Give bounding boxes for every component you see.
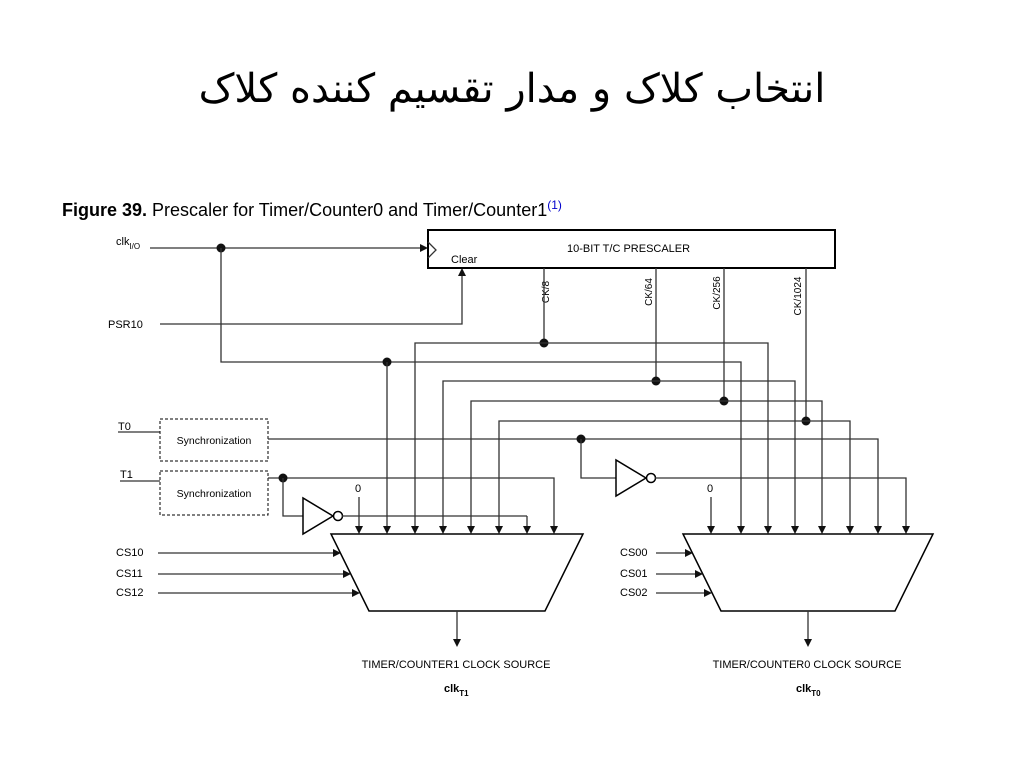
zero-mux0: 0 xyxy=(707,483,713,495)
cs00-label: CS00 xyxy=(620,547,648,559)
t0-route xyxy=(268,438,879,528)
t0-inv-out xyxy=(655,477,907,528)
figure-footnote: (1) xyxy=(547,198,562,212)
sync-t0-label: Synchronization xyxy=(177,435,252,447)
ck1024-route xyxy=(498,420,851,528)
cs01-label: CS01 xyxy=(620,568,648,580)
prescaler-label: 10-BIT T/C PRESCALER xyxy=(567,243,690,255)
t1-inverter xyxy=(302,496,335,536)
psr10-label: PSR10 xyxy=(108,319,143,331)
timer1-out-arrow xyxy=(453,639,461,647)
cs12-label: CS12 xyxy=(116,587,144,599)
clock-input-triangle xyxy=(427,241,437,259)
slide-title: انتخاب کلاک و مدار تقسیم کننده کلاک xyxy=(198,66,826,112)
sync-t1 xyxy=(159,470,269,516)
clear-label: Clear xyxy=(451,254,478,266)
prescaler-block xyxy=(427,229,836,269)
tap-ck8: CK/8 xyxy=(541,280,552,303)
ck8-route xyxy=(414,342,769,528)
mux-timer0 xyxy=(681,533,935,612)
clk-io-label: clkI/O xyxy=(116,236,140,251)
ck64-route xyxy=(442,380,796,528)
t1-inv-route xyxy=(282,478,303,517)
psr10-arrow xyxy=(458,268,466,276)
timer1-source-label: TIMER/COUNTER1 CLOCK SOURCE xyxy=(362,659,551,671)
figure-caption: Figure 39. Prescaler for Timer/Counter0 … xyxy=(62,198,562,220)
t0-inverter xyxy=(615,458,648,498)
cs11-label: CS11 xyxy=(116,568,143,580)
zero-mux1: 0 xyxy=(355,483,361,495)
timer0-source-label: TIMER/COUNTER0 CLOCK SOURCE xyxy=(713,659,902,671)
ck256-route xyxy=(470,400,823,528)
mux1-input-arrows xyxy=(355,526,558,534)
t1-label: T1 xyxy=(120,469,133,481)
cs10-label: CS10 xyxy=(116,547,144,559)
clk-t0-label: clkT0 xyxy=(796,683,821,698)
sync-t0 xyxy=(159,418,269,462)
t0-label: T0 xyxy=(118,421,131,433)
tap-ck256: CK/256 xyxy=(712,276,723,310)
clk-io-arrow xyxy=(420,244,428,252)
t1-route xyxy=(268,477,555,528)
figure-caption-text: Prescaler for Timer/Counter0 and Timer/C… xyxy=(152,200,547,220)
clk-io-route xyxy=(220,248,742,528)
sync-t1-label: Synchronization xyxy=(177,488,252,500)
psr10-line xyxy=(160,274,463,325)
timer0-out-arrow xyxy=(804,639,812,647)
clk-t1-label: clkT1 xyxy=(444,683,469,698)
t0-inverter-bubble xyxy=(645,472,657,484)
figure-number: Figure 39. xyxy=(62,200,147,220)
tap-ck1024: CK/1024 xyxy=(793,276,804,315)
t0-inv-route xyxy=(580,439,616,479)
tap-ck64: CK/64 xyxy=(644,278,655,306)
t1-inverter-bubble xyxy=(332,510,344,522)
cs02-label: CS02 xyxy=(620,587,648,599)
mux0-input-arrows xyxy=(707,526,910,534)
mux-timer1 xyxy=(329,533,585,612)
